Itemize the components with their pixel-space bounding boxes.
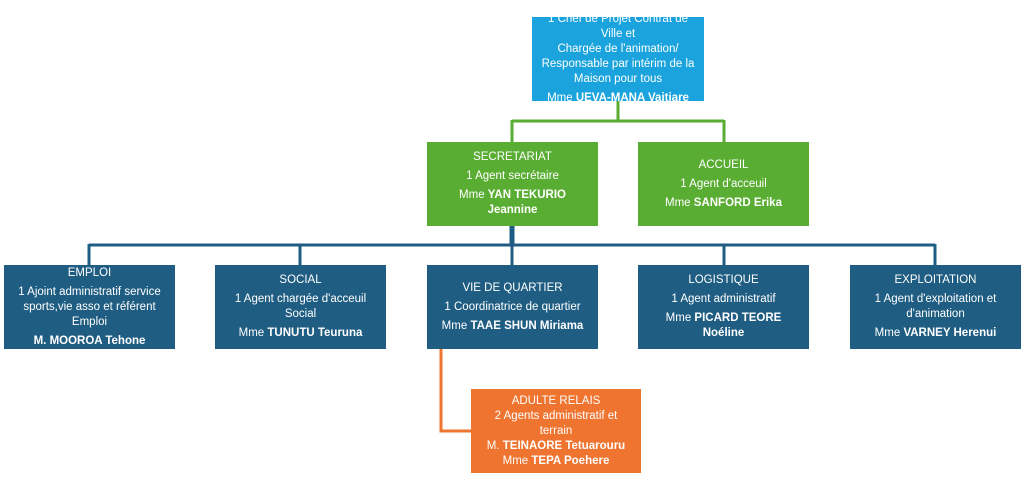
social-name-prefix: Mme xyxy=(238,327,265,339)
chef-name: Mme UEVA-MANA Vaitiare xyxy=(547,91,689,106)
social-box: SOCIAL 1 Agent chargée d'acceuil Social … xyxy=(215,265,386,349)
accueil-name: Mme SANFORD Erika xyxy=(665,196,782,211)
chef-role-line: 1 Chef de Projet Contrat de Ville et xyxy=(548,13,688,40)
adulte-relais-name-1-value: TEINAORE Tetuarouru xyxy=(502,439,626,452)
accueil-name-prefix: Mme xyxy=(665,196,691,209)
adulte-relais-name-2: Mme TEPA Poehere xyxy=(503,454,610,469)
exploitation-name-prefix: Mme xyxy=(874,327,901,339)
logistique-role: 1 Agent administratif xyxy=(671,293,776,305)
accueil-box: ACCUEIL 1 Agent d'acceuil Mme SANFORD Er… xyxy=(638,142,809,226)
social-name: Mme TUNUTU Teuruna xyxy=(239,326,363,341)
exploitation-role-line2: d'animation xyxy=(906,308,965,320)
chef-name-prefix: Mme xyxy=(547,92,573,104)
logistique-box: LOGISTIQUE 1 Agent administratif Mme PIC… xyxy=(638,265,809,349)
vie-quartier-name: Mme TAAE SHUN Miriama xyxy=(442,319,584,334)
chef-role-line: Chargée de l'animation/ xyxy=(557,43,679,55)
adulte-relais-box: ADULTE RELAIS 2 Agents administratif et … xyxy=(471,389,641,473)
emploi-title: EMPLOI xyxy=(67,266,112,279)
exploitation-title: EXPLOITATION xyxy=(894,274,977,286)
adulte-relais-role: 2 Agents administratif et terrain xyxy=(494,409,618,437)
secretariat-role: 1 Agent secrétaire xyxy=(466,170,559,182)
exploitation-name-value: VARNEY Herenui xyxy=(903,327,997,339)
emploi-box: EMPLOI 1 Ajoint administratif service sp… xyxy=(4,265,175,349)
exploitation-role-line1: 1 Agent d'exploitation et xyxy=(874,293,997,305)
adulte-relais-name-1: M. TEINAORE Tetuarouru xyxy=(487,439,625,454)
logistique-name-prefix: Mme xyxy=(665,312,692,324)
adulte-relais-name-2-value: TEPA Poehere xyxy=(531,454,610,467)
adulte-relais-title: ADULTE RELAIS xyxy=(511,394,601,407)
emploi-name-prefix: M. xyxy=(33,334,47,347)
secretariat-name: Mme YAN TEKURIO Jeannine xyxy=(433,188,592,218)
social-role: 1 Agent chargée d'acceuil Social xyxy=(234,293,367,320)
emploi-name-value: MOOROA Tehone xyxy=(49,334,146,347)
accueil-role: 1 Agent d'acceuil xyxy=(680,177,767,190)
emploi-name: M. MOOROA Tehone xyxy=(34,334,146,349)
vie-de-quartier-box: VIE DE QUARTIER 1 Coordinatrice de quart… xyxy=(427,265,598,349)
accueil-title: ACCUEIL xyxy=(698,158,749,171)
chef-role-line: Responsable par intérim de la xyxy=(541,58,695,70)
secretariat-name-prefix: Mme xyxy=(459,189,485,201)
secretariat-title: SECRETARIAT xyxy=(473,151,552,163)
emploi-role-line2: sports,vie asso et référent Emploi xyxy=(23,300,156,328)
vie-quartier-role: 1 Coordinatrice de quartier xyxy=(444,300,581,313)
adulte-relais-name-2-prefix: Mme xyxy=(502,454,529,467)
exploitation-box: EXPLOITATION 1 Agent d'exploitation et d… xyxy=(850,265,1021,349)
secretariat-name-value: YAN TEKURIO Jeannine xyxy=(487,189,566,216)
vie-quartier-title: VIE DE QUARTIER xyxy=(462,281,563,294)
chef-role-line: Maison pour tous xyxy=(573,73,663,85)
logistique-name-value: PICARD TEORE Noéline xyxy=(694,312,782,339)
vie-quartier-name-value: TAAE SHUN Miriama xyxy=(470,319,584,332)
vie-quartier-name-prefix: Mme xyxy=(441,319,468,332)
connector-to-adulte-relais xyxy=(439,349,471,433)
logistique-title: LOGISTIQUE xyxy=(688,274,759,286)
secretariat-box: SECRETARIAT 1 Agent secrétaire Mme YAN T… xyxy=(427,142,598,226)
chef-de-projet-box: 1 Chef de Projet Contrat de Ville et Cha… xyxy=(532,13,704,104)
social-name-value: TUNUTU Teuruna xyxy=(267,327,363,339)
logistique-name: Mme PICARD TEORE Noéline xyxy=(644,311,803,341)
exploitation-name: Mme VARNEY Herenui xyxy=(875,326,997,341)
adulte-relais-name-1-prefix: M. xyxy=(486,439,500,452)
emploi-role-line1: 1 Ajoint administratif service xyxy=(18,285,161,298)
chef-name-value: UEVA-MANA Vaitiare xyxy=(575,92,689,104)
social-title: SOCIAL xyxy=(279,274,322,286)
accueil-name-value: SANFORD Erika xyxy=(693,196,782,209)
